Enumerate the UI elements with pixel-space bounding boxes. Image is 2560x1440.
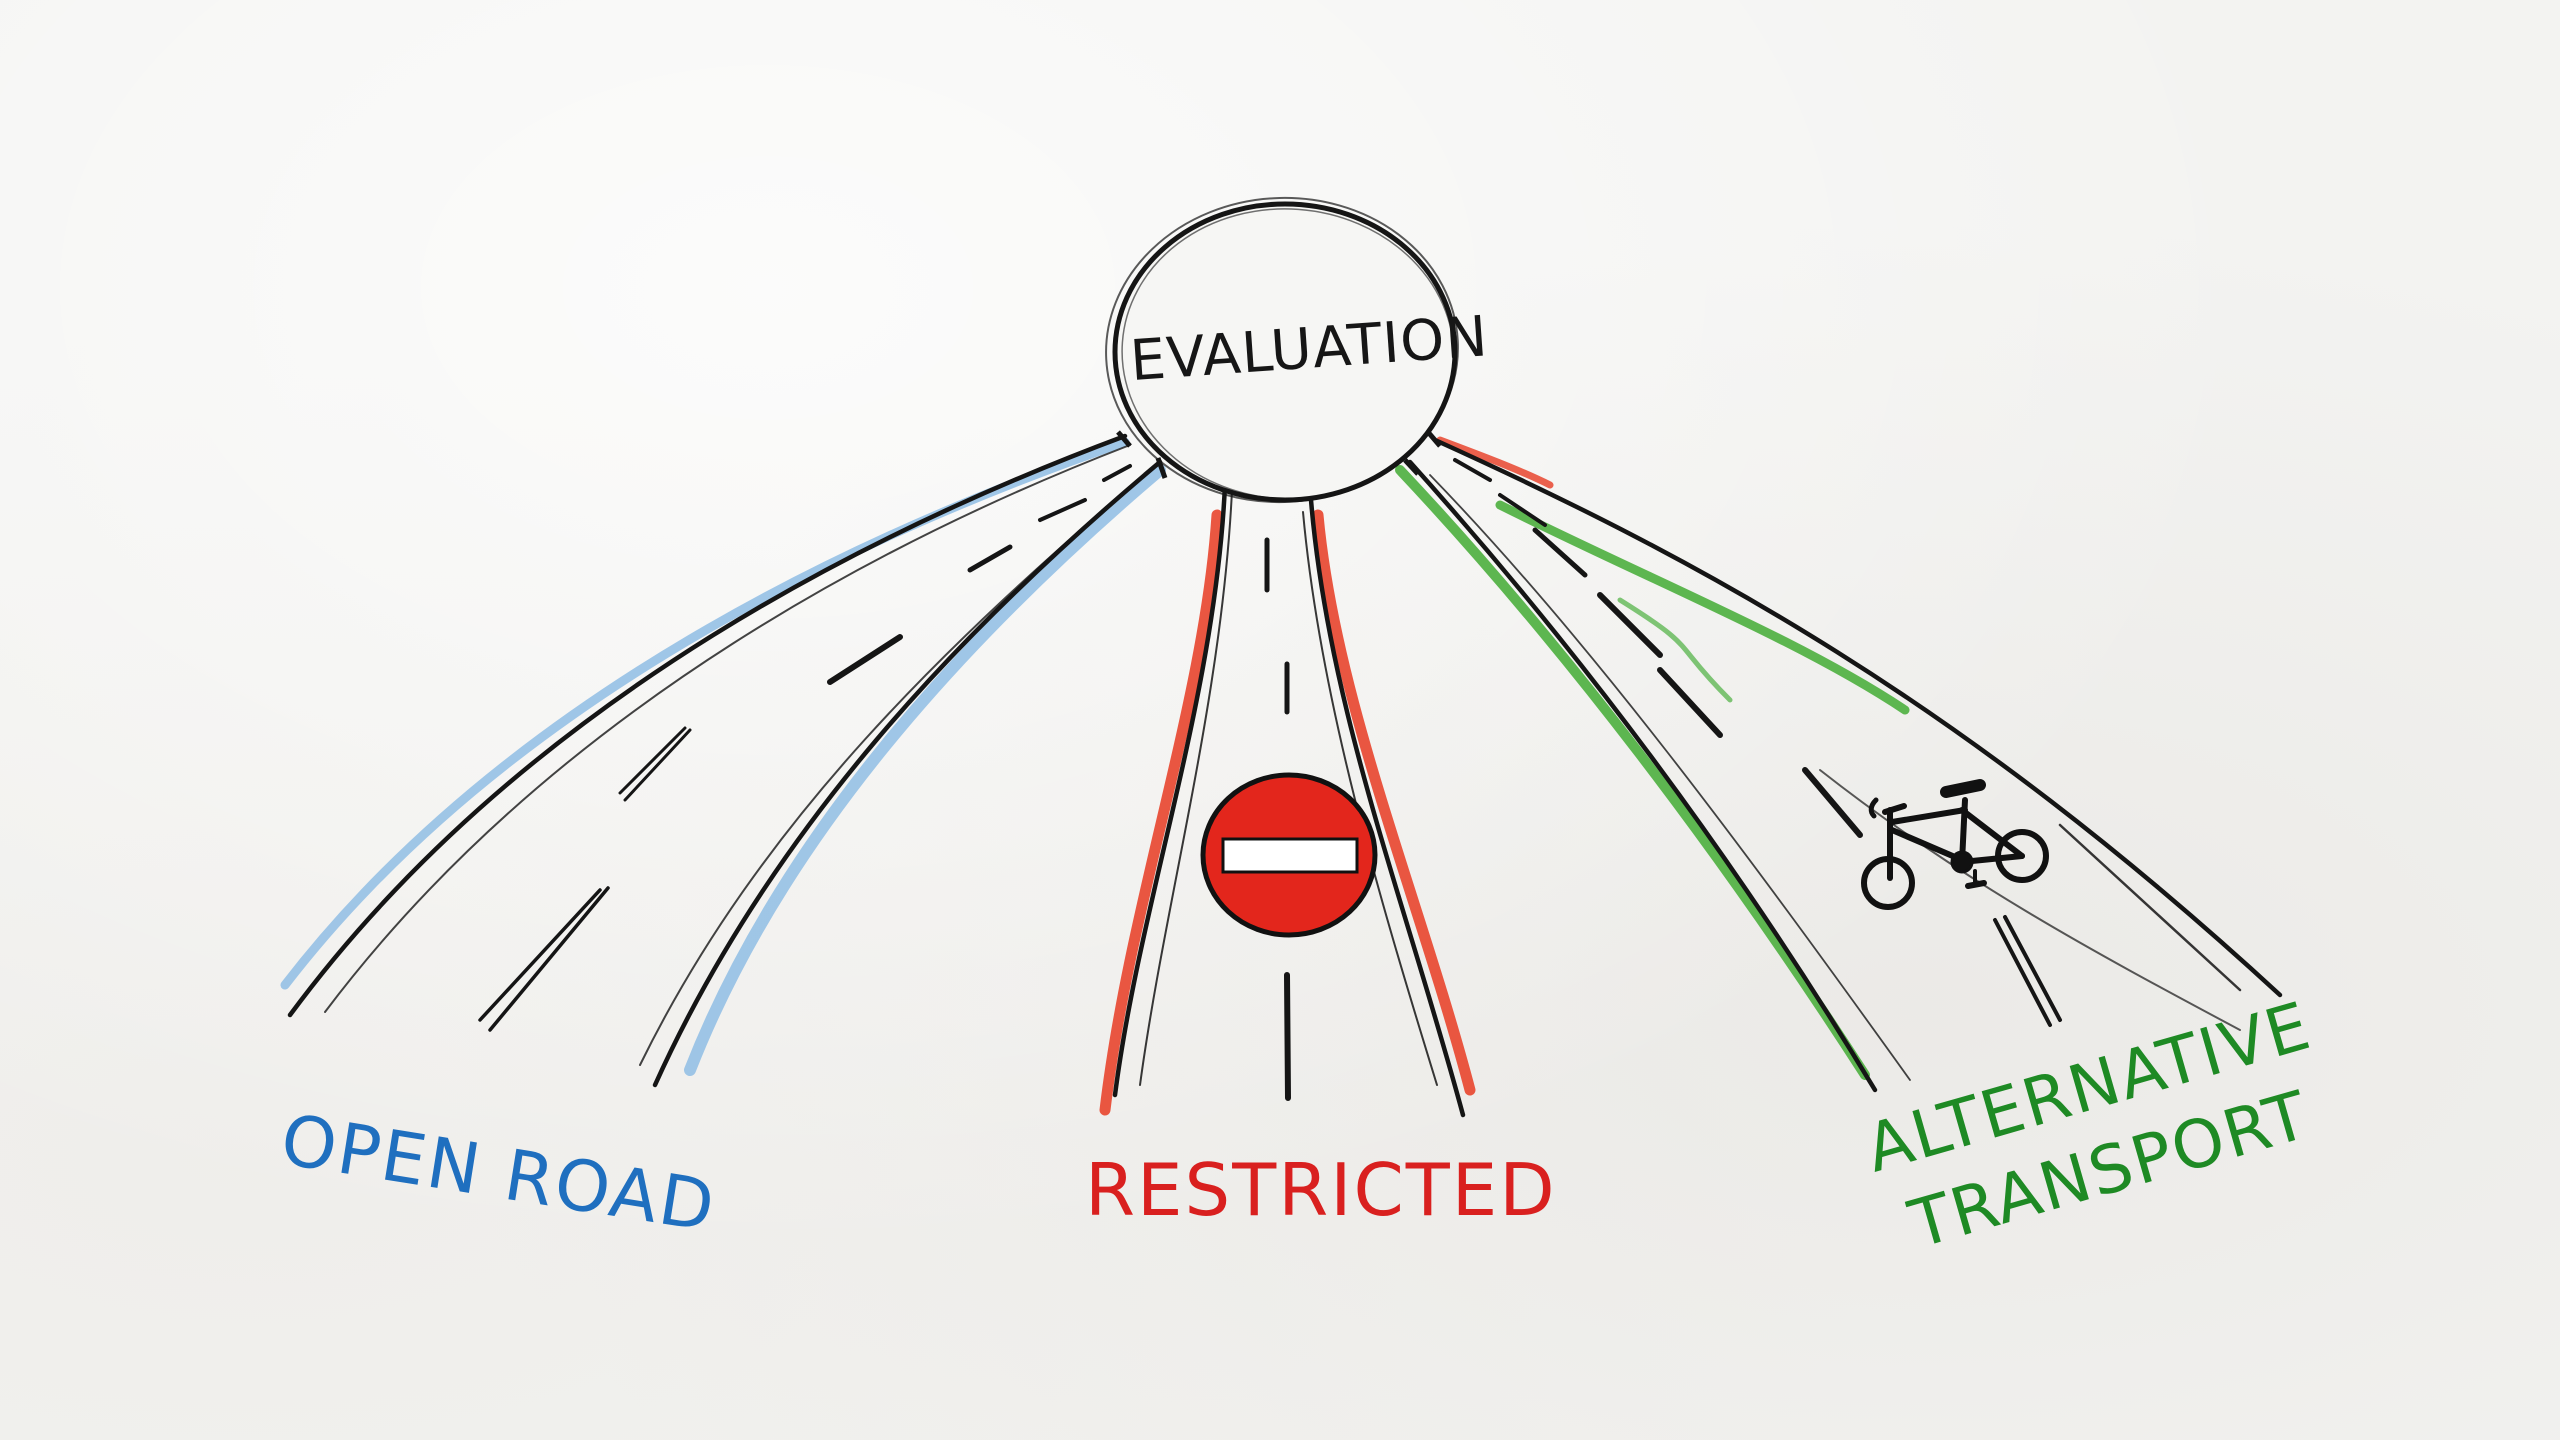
evaluation-node bbox=[1105, 196, 1459, 504]
bicycle-icon bbox=[1861, 779, 2049, 910]
no-entry-sign-icon bbox=[1200, 772, 1378, 938]
open-road-branch bbox=[280, 433, 1166, 1088]
restricted-branch bbox=[1099, 482, 1476, 1118]
restricted-label: RESTRICTED bbox=[1085, 1148, 1557, 1232]
alternative-transport-branch bbox=[1395, 436, 2283, 1093]
